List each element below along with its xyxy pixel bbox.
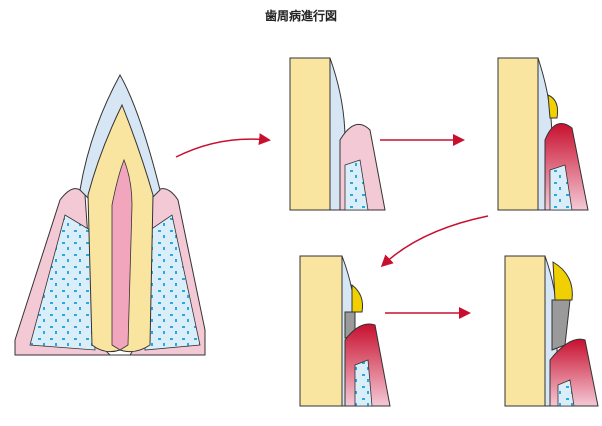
pulp	[111, 158, 133, 351]
stage-mild-periodontitis	[497, 57, 589, 211]
healthy-tooth	[14, 73, 206, 356]
stage-severe-periodontitis	[504, 255, 599, 407]
diagram-title: 歯周病進行図	[264, 9, 337, 23]
stage-gingivitis	[289, 57, 386, 211]
stage-moderate-periodontitis	[299, 255, 391, 407]
arrow-3	[380, 215, 489, 268]
arrow-1	[175, 133, 271, 158]
